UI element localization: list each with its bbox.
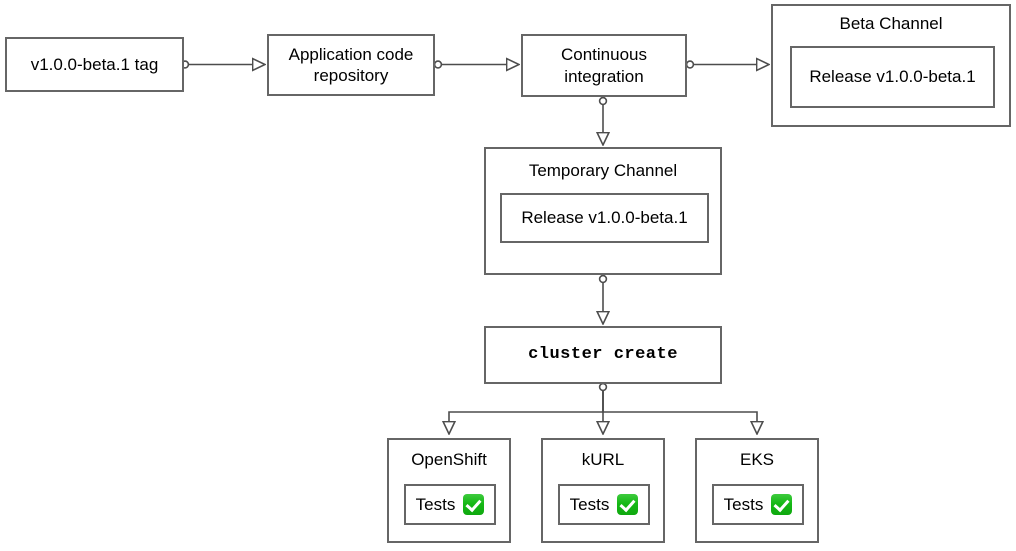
check-green-icon <box>463 494 485 515</box>
edge-cluster-create-to-eks <box>602 389 757 434</box>
node-version-tag[interactable]: v1.0.0-beta.1 tag <box>5 37 184 92</box>
edge-source-dot <box>433 60 443 69</box>
check-green-icon <box>617 494 639 515</box>
node-beta-channel-title: Beta Channel <box>839 14 943 33</box>
openshift-tests-label: Tests <box>415 494 456 514</box>
node-openshift-title: OpenShift <box>411 450 487 469</box>
node-continuous-integration-label: Continuous integration <box>560 45 647 86</box>
edge-source-dot <box>685 60 695 69</box>
node-eks-title: EKS <box>739 450 775 469</box>
node-version-tag-label: v1.0.0-beta.1 tag <box>30 54 159 74</box>
edge-source-dot <box>598 274 608 284</box>
eks-tests-box[interactable]: Tests <box>712 484 804 525</box>
temporary-channel-release-box[interactable]: Release v1.0.0-beta.1 <box>500 193 709 243</box>
openshift-tests-box[interactable]: Tests <box>404 484 496 525</box>
eks-tests-label: Tests <box>723 494 764 514</box>
node-eks[interactable]: EKS Tests <box>695 438 819 543</box>
node-cluster-create-label: cluster create <box>528 345 678 365</box>
beta-channel-release-label: Release v1.0.0-beta.1 <box>809 67 976 86</box>
beta-channel-release-box[interactable]: Release v1.0.0-beta.1 <box>790 46 995 108</box>
node-application-code-repository-label: Application code repository <box>288 44 414 85</box>
node-continuous-integration[interactable]: Continuous integration <box>521 34 687 97</box>
edge-source-dot <box>598 382 608 392</box>
node-kurl[interactable]: kURL Tests <box>541 438 665 543</box>
node-cluster-create[interactable]: cluster create <box>484 326 722 384</box>
node-kurl-title: kURL <box>581 450 625 469</box>
node-temporary-channel[interactable]: Temporary Channel Release v1.0.0-beta.1 <box>484 147 722 275</box>
node-temporary-channel-title: Temporary Channel <box>528 161 678 180</box>
node-beta-channel[interactable]: Beta Channel Release v1.0.0-beta.1 <box>771 4 1011 127</box>
edge-cluster-create-to-openshift <box>449 389 604 434</box>
temporary-channel-release-label: Release v1.0.0-beta.1 <box>521 208 688 227</box>
check-green-icon <box>771 494 793 515</box>
edge-source-dot <box>598 96 608 106</box>
kurl-tests-box[interactable]: Tests <box>558 484 650 525</box>
node-openshift[interactable]: OpenShift Tests <box>387 438 511 543</box>
node-application-code-repository[interactable]: Application code repository <box>267 34 435 96</box>
kurl-tests-label: Tests <box>569 494 610 514</box>
